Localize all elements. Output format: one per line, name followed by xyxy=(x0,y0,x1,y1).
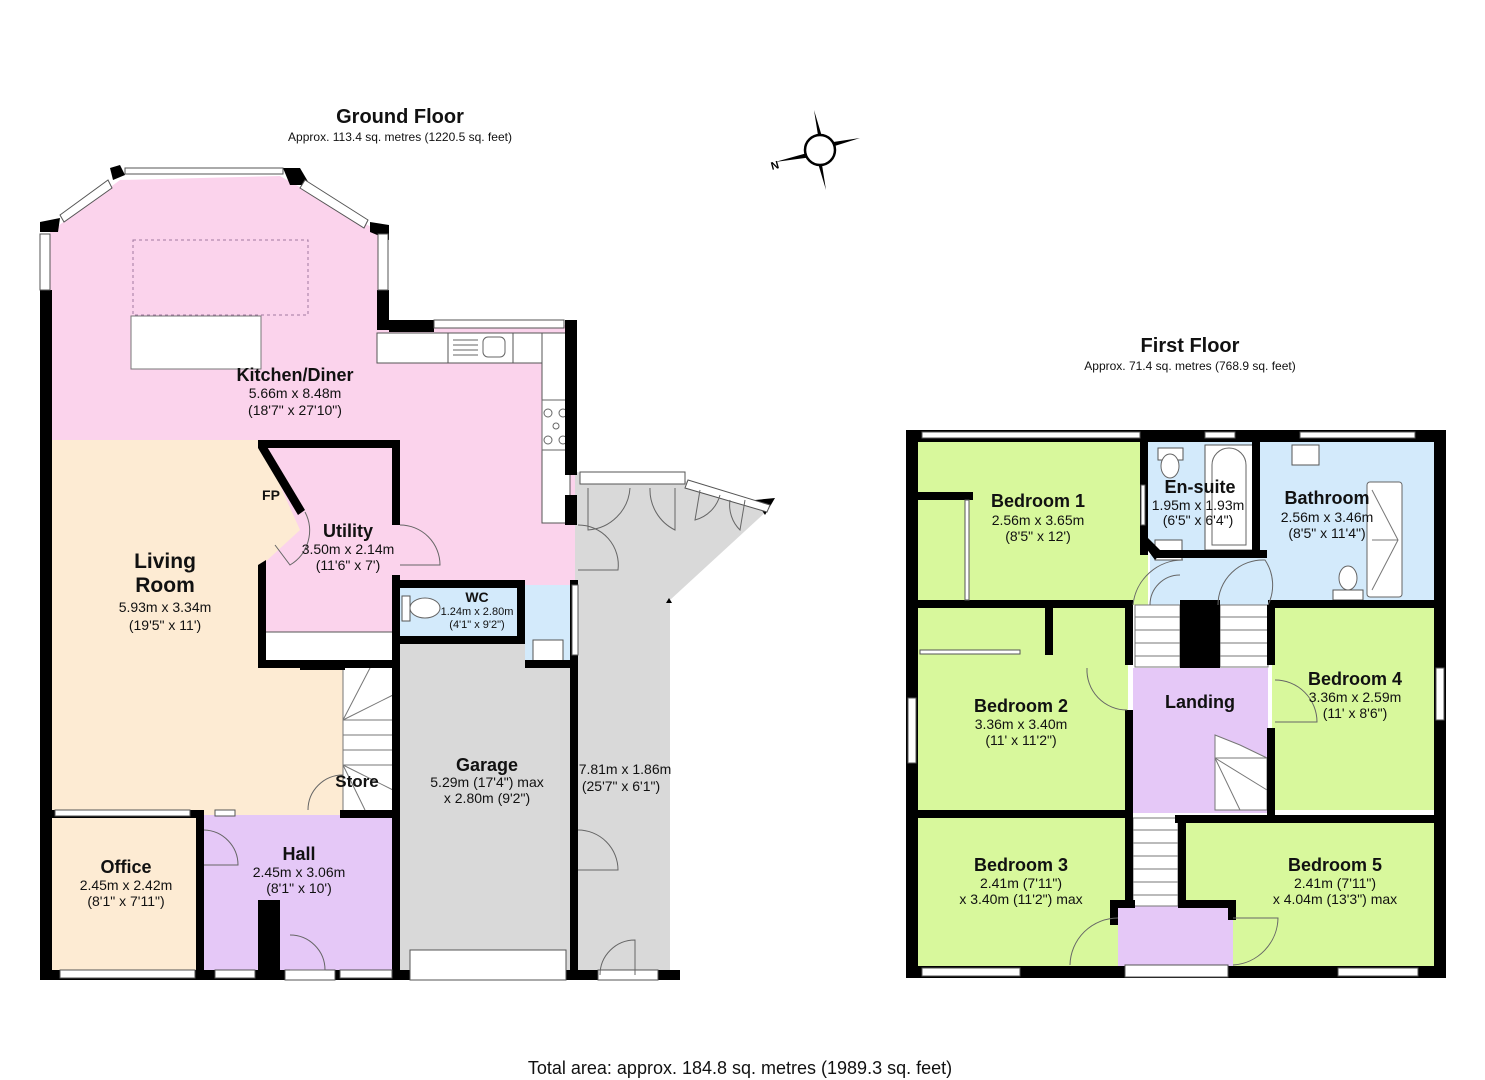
store-name: Store xyxy=(335,772,378,791)
ground-floor-title: Ground Floor xyxy=(336,106,464,128)
bedroom4-dim-m: 3.36m x 2.59m xyxy=(1309,689,1402,705)
bath-tub-icon xyxy=(1204,444,1254,551)
bedroom1-dim-m: 2.56m x 3.65m xyxy=(992,512,1085,528)
office-name: Office xyxy=(100,857,151,877)
bedroom5-dim-line2: x 4.04m (13'3") max xyxy=(1273,891,1397,907)
wc-dim-ft: (4'1" x 9'2") xyxy=(449,619,504,631)
bathroom-name: Bathroom xyxy=(1285,488,1370,508)
compass-north-label: N xyxy=(770,159,781,173)
bedroom2-dim-ft: (11' x 11'2") xyxy=(985,732,1056,748)
living-name-line2: Room xyxy=(135,574,195,597)
ensuite-name: En-suite xyxy=(1164,477,1235,497)
compass-rose-icon: N xyxy=(770,110,860,190)
bedroom4-room xyxy=(1272,605,1434,810)
kitchen-dim-m: 5.66m x 8.48m xyxy=(249,385,342,401)
ground-floor-area: Approx. 113.4 sq. metres (1220.5 sq. fee… xyxy=(288,130,512,144)
kitchen-dashed-area xyxy=(132,239,309,316)
bath-door-area xyxy=(1150,555,1270,605)
bedroom5-dim-line1: 2.41m (7'11") xyxy=(1294,875,1376,891)
first-floor-plan: First Floor Approx. 71.4 sq. metres (768… xyxy=(906,335,1446,978)
first-floor-doors xyxy=(1069,559,1318,966)
bathroom-dim-ft: (8'5" x 11'4") xyxy=(1288,525,1365,541)
first-floor-area: Approx. 71.4 sq. metres (768.9 sq. feet) xyxy=(1084,359,1295,373)
garage-name: Garage xyxy=(456,755,518,775)
garage-room xyxy=(400,640,575,975)
ensuite-dim-m: 1.95m x 1.93m xyxy=(1152,497,1245,513)
bedroom2-room xyxy=(918,605,1128,810)
garage-dim-line1: 5.29m (17'4") max xyxy=(430,774,543,790)
bedroom5-name: Bedroom 5 xyxy=(1288,855,1382,875)
store-door-swing xyxy=(307,774,344,811)
store-stair-lines xyxy=(342,667,394,811)
garage-dim-line2: x 2.80m (9'2") xyxy=(444,790,530,806)
hall-dim-ft: (8'1" x 10') xyxy=(266,880,332,896)
bedroom1-name: Bedroom 1 xyxy=(991,491,1085,511)
shower-icon xyxy=(1366,481,1403,598)
passage-label-clip: 7.81m x 1.86m (25'7" x 6'1") xyxy=(579,761,672,794)
stairs-upper-left xyxy=(1134,604,1181,668)
ground-floor-plan: Ground Floor Approx. 113.4 sq. metres (1… xyxy=(39,106,775,981)
utility-dim-ft: (11'6" x 7') xyxy=(316,557,381,573)
landing-name: Landing xyxy=(1165,692,1235,712)
ensuite-dim-ft: (6'5" x 6'4") xyxy=(1163,512,1234,528)
kitchen-dim-ft: (18'7" x 27'10") xyxy=(248,402,342,418)
bathroom-basin-icon xyxy=(1291,444,1320,466)
office-room xyxy=(50,815,200,975)
bedroom1-dim-ft: (8'5" x 12') xyxy=(1005,528,1071,544)
passage-dim-ft: (25'7" x 6'1") xyxy=(582,778,660,794)
bedroom2-name: Bedroom 2 xyxy=(974,696,1068,716)
bedroom4-dim-ft: (11' x 8'6") xyxy=(1323,705,1388,721)
bathroom-dim-m: 2.56m x 3.46m xyxy=(1281,509,1374,525)
ground-floor-doors xyxy=(203,487,746,976)
utility-counter xyxy=(261,631,396,663)
direction-marker-icon xyxy=(666,598,672,603)
utility-dim-m: 3.50m x 2.14m xyxy=(302,541,395,557)
ensuite-toilet-icon xyxy=(1157,447,1184,479)
living-dim-m: 5.93m x 3.34m xyxy=(119,599,212,615)
bedroom2-dim-m: 3.36m x 3.40m xyxy=(975,716,1068,732)
passage-room xyxy=(575,472,770,975)
passage-dim-m: 7.81m x 1.86m xyxy=(579,761,672,777)
first-floor-title: First Floor xyxy=(1141,335,1240,357)
wc-dim-m: 1.24m x 2.80m xyxy=(441,606,514,618)
kitchen-room xyxy=(50,176,575,610)
office-dim-ft: (8'1" x 7'11") xyxy=(87,893,164,909)
bedroom4-name: Bedroom 4 xyxy=(1308,669,1402,689)
total-area: Total area: approx. 184.8 sq. metres (19… xyxy=(528,1058,952,1078)
bedroom3-room xyxy=(918,818,1128,968)
bedroom1-room xyxy=(918,442,1143,602)
hall-room xyxy=(200,815,395,975)
living-dim-ft: (19'5" x 11') xyxy=(129,617,201,633)
stairs-lower xyxy=(1132,817,1179,907)
bedroom3-name: Bedroom 3 xyxy=(974,855,1068,875)
fireplace-label: FP xyxy=(262,487,280,503)
sink-icon xyxy=(447,332,514,364)
hall-name: Hall xyxy=(282,844,315,864)
office-dim-m: 2.45m x 2.42m xyxy=(80,877,173,893)
living-name-line1: Living xyxy=(134,550,196,573)
stairs-upper-right xyxy=(1219,604,1269,668)
wc-room xyxy=(400,585,572,665)
lower-landing xyxy=(1118,905,1233,967)
toilet-icon xyxy=(401,595,441,622)
wc-name: WC xyxy=(465,589,488,605)
kitchen-name: Kitchen/Diner xyxy=(236,365,353,385)
hall-dim-m: 2.45m x 3.06m xyxy=(253,864,346,880)
ground-floor-windows xyxy=(39,167,771,981)
bedroom3-dim-line2: x 3.40m (11'2") max xyxy=(959,891,1082,907)
bedroom3-dim-line1: 2.41m (7'11") xyxy=(980,875,1062,891)
utility-name: Utility xyxy=(323,521,373,541)
first-floor-windows xyxy=(907,431,1445,978)
basin-icon xyxy=(532,639,564,663)
bed1-door-area xyxy=(1118,555,1148,605)
kitchen-island xyxy=(130,315,262,370)
stairs-landing-winder xyxy=(1214,734,1268,811)
